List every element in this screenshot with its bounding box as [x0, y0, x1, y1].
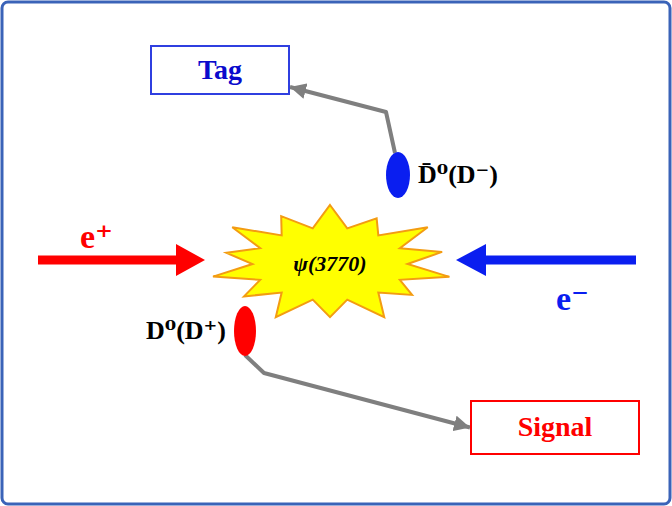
meson-label: D⁰(D⁺) [146, 317, 226, 346]
meson-blob [234, 306, 256, 356]
tag-box: Tag [150, 45, 290, 95]
electron-beam [484, 256, 636, 265]
meson-label-holder: D̄⁰(D⁻) [418, 161, 498, 190]
positron-label: e⁺ [80, 218, 113, 255]
electron-label: e⁻ [556, 280, 589, 317]
resonance-label: ψ(3770) [293, 252, 366, 276]
gray-arrow [290, 87, 395, 153]
positron-arrowhead [176, 244, 205, 276]
box-label: Tag [198, 55, 242, 86]
electron-arrowhead [456, 244, 486, 276]
box-label: Signal [518, 412, 593, 443]
tag-meson: D̄⁰(D⁻) [386, 152, 410, 198]
meson-label-holder: D⁰(D⁺) [146, 317, 226, 346]
meson-ellipse [234, 306, 256, 356]
starburst-outline [213, 205, 449, 317]
gray-arrow [245, 355, 470, 428]
resonance-burst: ψ(3770) [205, 205, 455, 323]
signal-meson: D⁰(D⁺) [234, 306, 256, 356]
meson-ellipse [386, 152, 410, 198]
signal-box: Signal [470, 400, 640, 455]
meson-blob [386, 152, 410, 198]
meson-label: D̄⁰(D⁻) [418, 161, 498, 190]
positron-beam [38, 256, 178, 265]
